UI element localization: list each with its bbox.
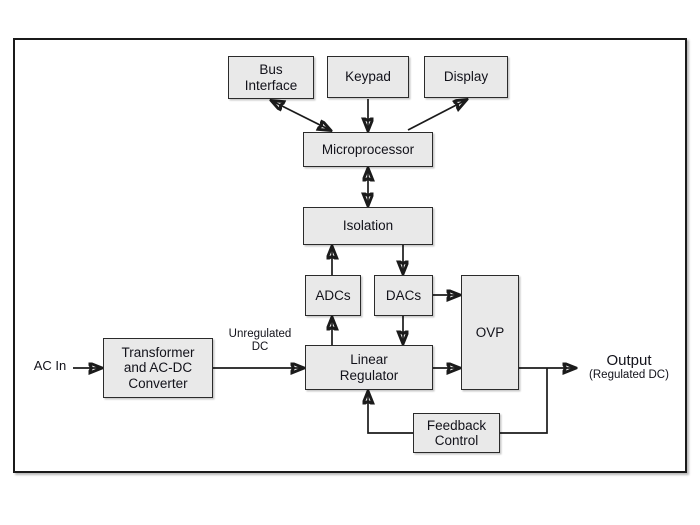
block-transformer-ac-dc-converter[interactable]: Transformer and AC-DC Converter (103, 338, 213, 398)
block-display-label: Display (443, 69, 489, 85)
label-output: Output (Regulated DC) (574, 352, 684, 382)
block-transformer-label-3: Converter (128, 375, 188, 391)
block-feedback-control-label-1: Feedback (426, 417, 487, 433)
label-output-sub: (Regulated DC) (589, 369, 669, 382)
block-linear-regulator-label-1: Linear (350, 352, 388, 368)
block-display[interactable]: Display (424, 56, 508, 98)
block-ovp-label: OVP (475, 324, 505, 340)
block-transformer-label-2: and AC-DC (123, 360, 193, 376)
block-keypad[interactable]: Keypad (327, 56, 409, 98)
block-feedback-control[interactable]: Feedback Control (413, 413, 500, 453)
block-microprocessor[interactable]: Microprocessor (303, 132, 433, 167)
block-keypad-label: Keypad (345, 69, 391, 85)
block-feedback-control-label-2: Control (434, 433, 479, 448)
block-bus-interface-label-1: Bus (259, 62, 283, 78)
block-adcs-label: ADCs (315, 287, 351, 303)
label-ac-in: AC In (33, 358, 67, 373)
block-dacs-label: DACs (385, 287, 422, 303)
block-isolation[interactable]: Isolation (303, 207, 433, 245)
block-linear-regulator[interactable]: Linear Regulator (305, 345, 433, 390)
block-bus-interface[interactable]: Bus Interface (228, 56, 314, 99)
block-bus-interface-label-2: Interface (244, 77, 298, 93)
label-output-main: Output (606, 352, 652, 369)
label-unregulated-dc: Unregulated DC (218, 328, 302, 354)
block-ovp[interactable]: OVP (461, 275, 519, 390)
label-unregulated-dc-line-1: Unregulated (228, 328, 292, 340)
block-transformer-label-1: Transformer (121, 345, 195, 361)
block-isolation-label: Isolation (342, 218, 394, 234)
diagram-frame (13, 38, 687, 473)
block-microprocessor-label: Microprocessor (321, 141, 415, 157)
label-unregulated-dc-line-2: DC (251, 341, 269, 354)
block-linear-regulator-label-2: Regulator (339, 367, 399, 383)
block-dacs[interactable]: DACs (374, 275, 433, 316)
block-adcs[interactable]: ADCs (305, 275, 361, 316)
